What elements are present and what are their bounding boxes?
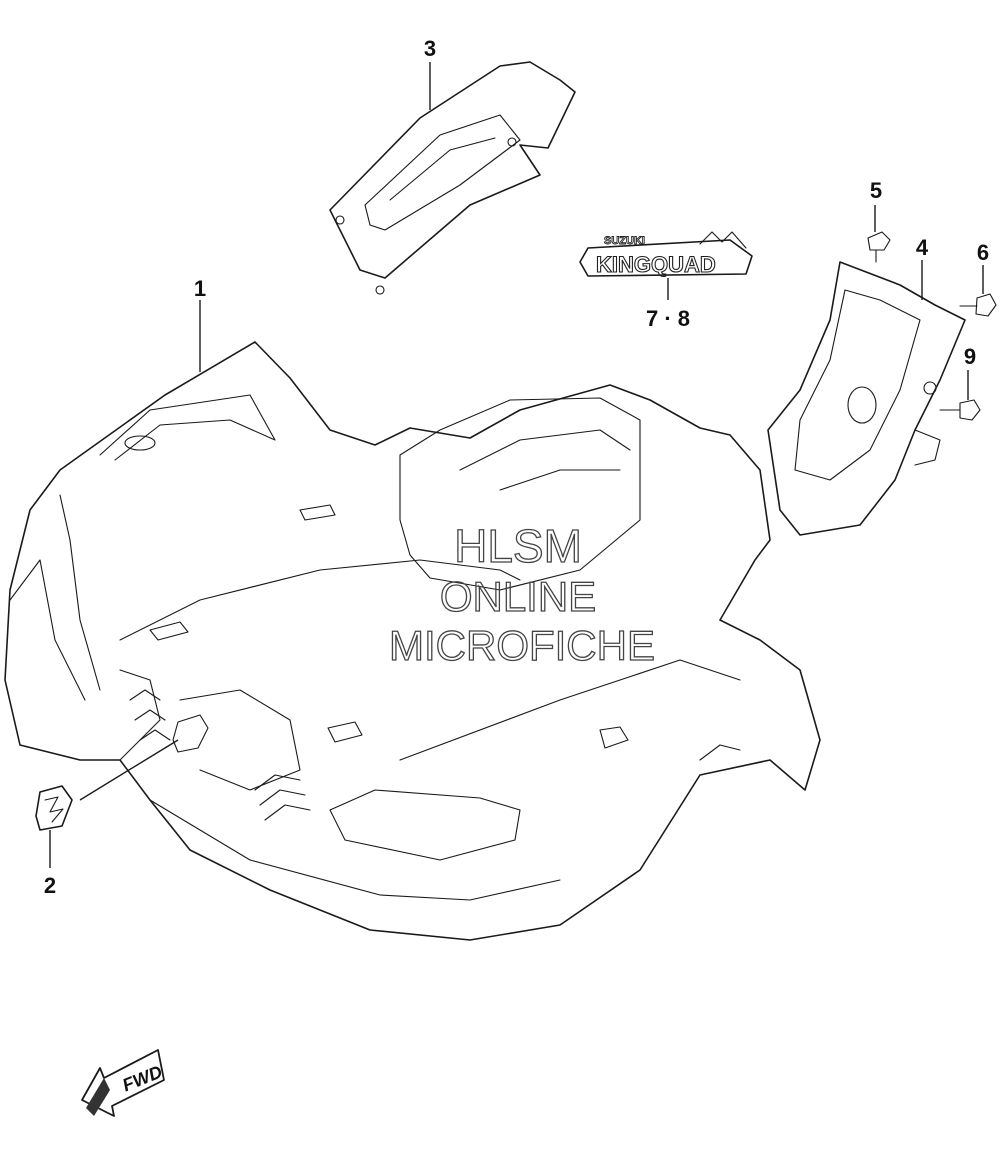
- callout-5: 5: [870, 178, 882, 203]
- watermark-line-3: MICROFICHE: [389, 622, 655, 669]
- watermark-line-1: HLSM: [454, 520, 582, 572]
- callout-4: 4: [916, 235, 929, 260]
- fastener-9: [939, 399, 981, 421]
- fwd-arrow: FWD: [81, 1049, 165, 1117]
- front-fender-part: [4, 341, 821, 941]
- fastener-5: [867, 231, 891, 263]
- callout-1: 1: [194, 276, 206, 301]
- small-emblem-part: [35, 714, 209, 831]
- side-cover-part: [767, 261, 966, 536]
- callout-3: 3: [424, 36, 436, 61]
- leader-lines: [49, 62, 984, 868]
- decal-brand-text: SUZUKI: [604, 235, 645, 247]
- kingquad-decal: SUZUKI KINGQUAD: [579, 231, 753, 278]
- upper-panel-part: [329, 61, 576, 295]
- watermark: HLSM ONLINE MICROFICHE: [388, 519, 655, 669]
- callout-2: 2: [44, 873, 56, 898]
- callout-6: 6: [977, 240, 989, 265]
- callout-9: 9: [964, 344, 976, 369]
- callout-7-8: 7 · 8: [646, 306, 690, 331]
- fastener-6: [959, 293, 997, 317]
- decal-model-text: KINGQUAD: [596, 252, 716, 277]
- watermark-line-2: ONLINE: [440, 573, 596, 620]
